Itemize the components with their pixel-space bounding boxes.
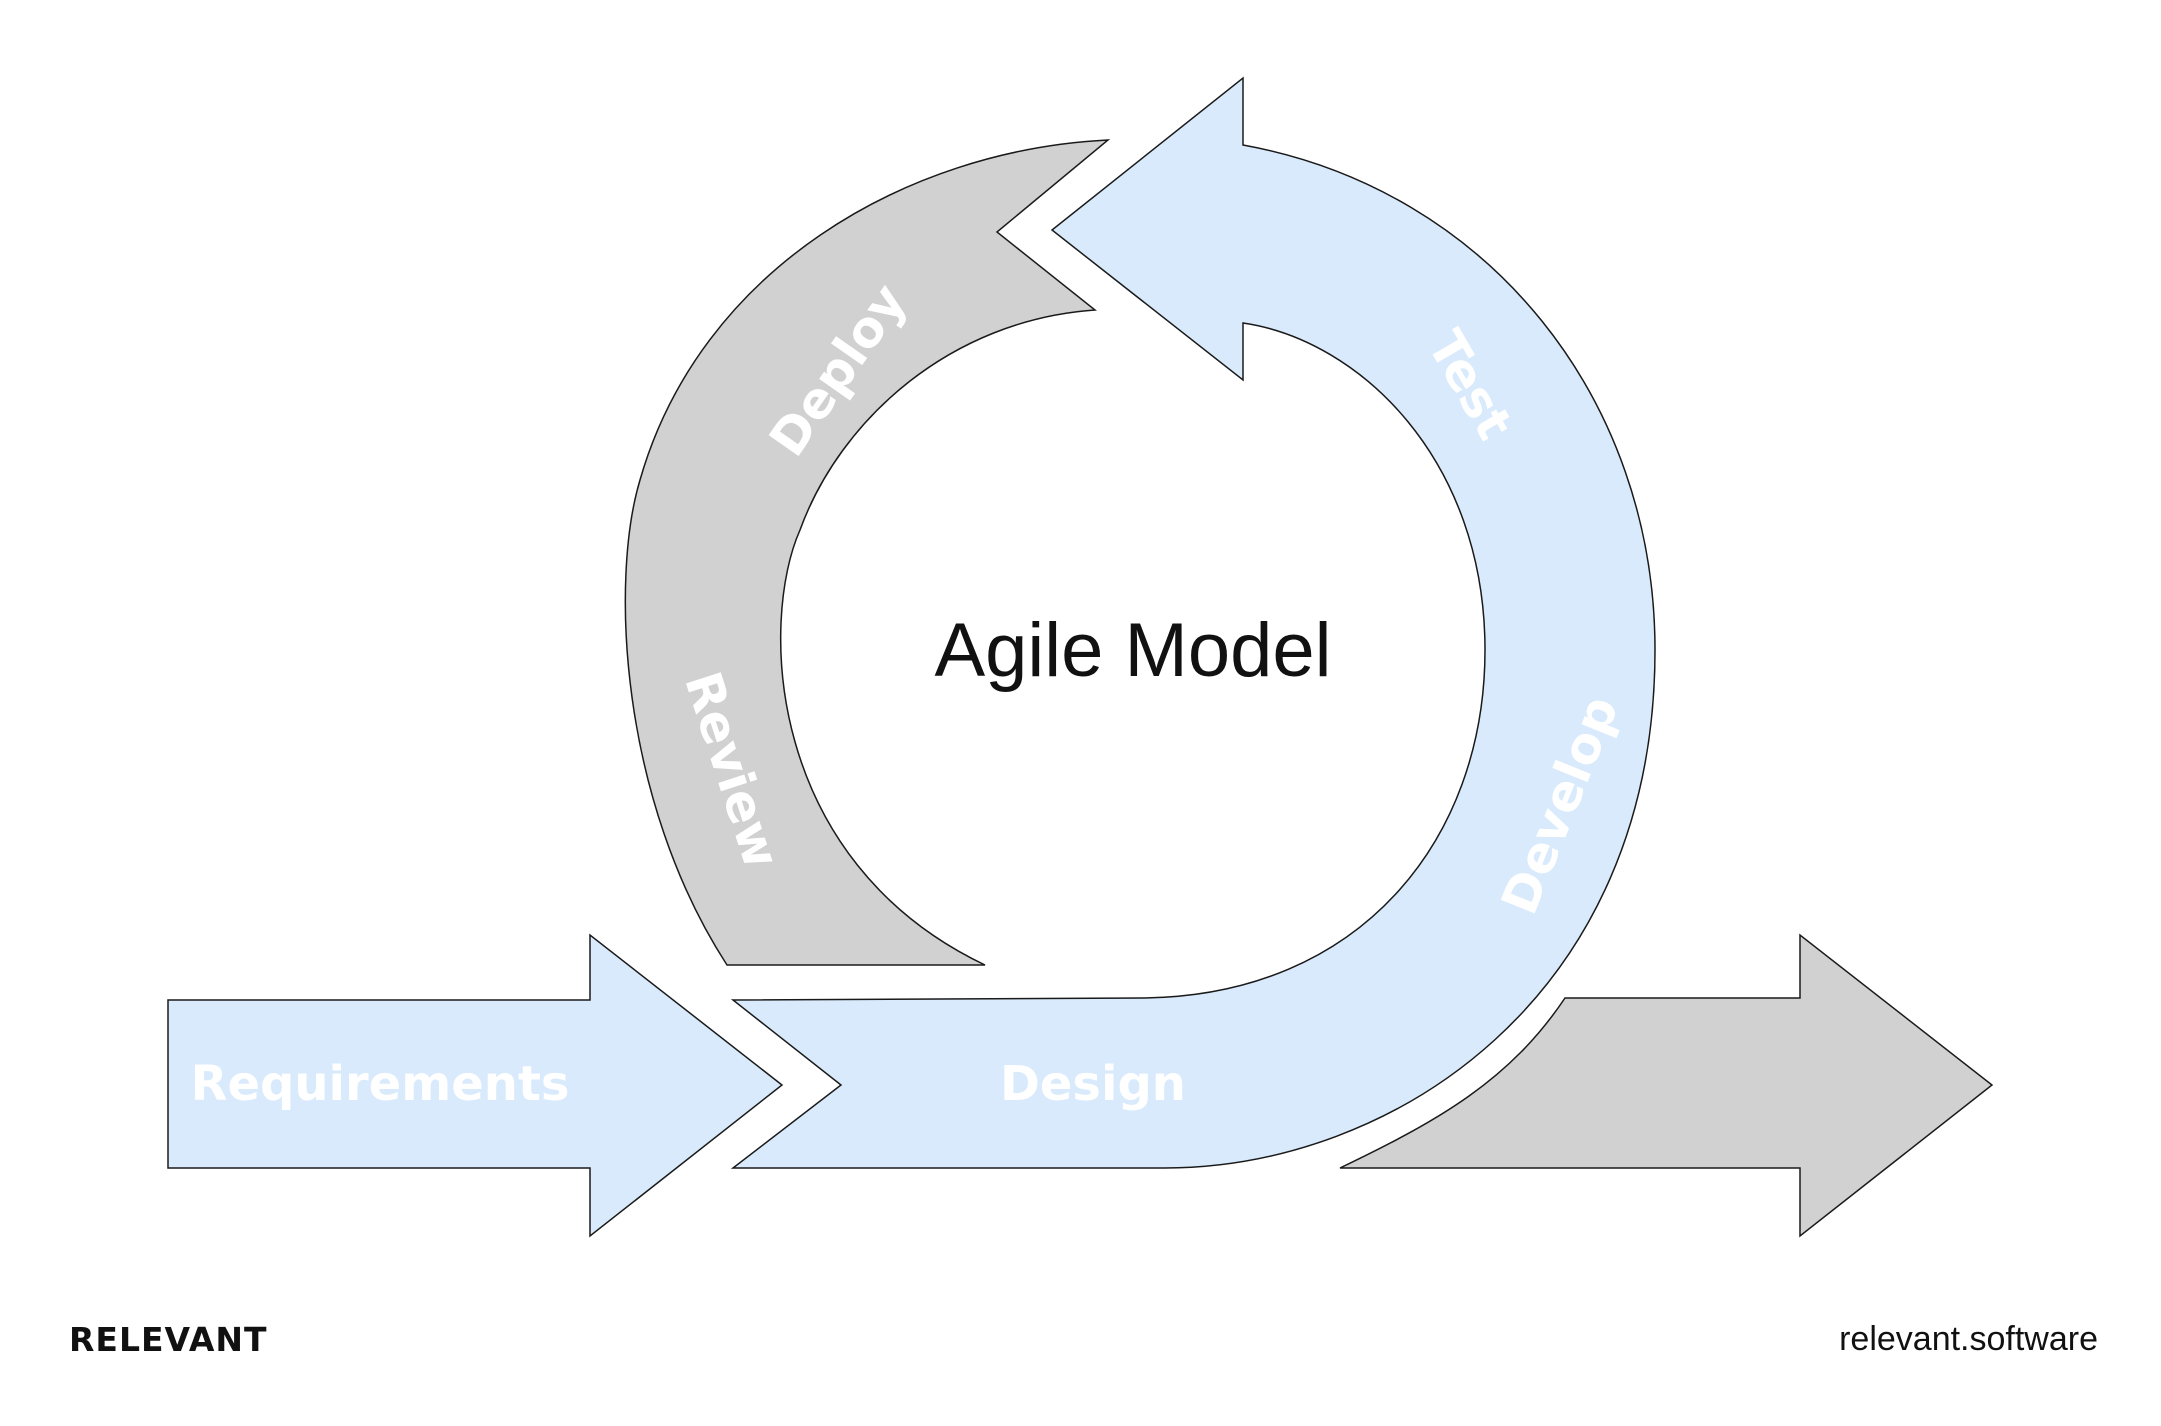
diagram-title: Agile Model <box>934 608 1331 693</box>
output-arrow <box>1339 933 1994 1238</box>
deploy-review-arrow <box>624 139 1111 966</box>
stage-label-requirements: Requirements <box>191 1056 570 1112</box>
brand-logo: RELEVANT <box>69 1320 268 1359</box>
requirements-arrow <box>167 933 784 1238</box>
brand-url: relevant.software <box>1839 1320 2098 1358</box>
design-develop-test-arrow <box>730 76 1656 1169</box>
stage-label-design: Design <box>1000 1056 1186 1112</box>
